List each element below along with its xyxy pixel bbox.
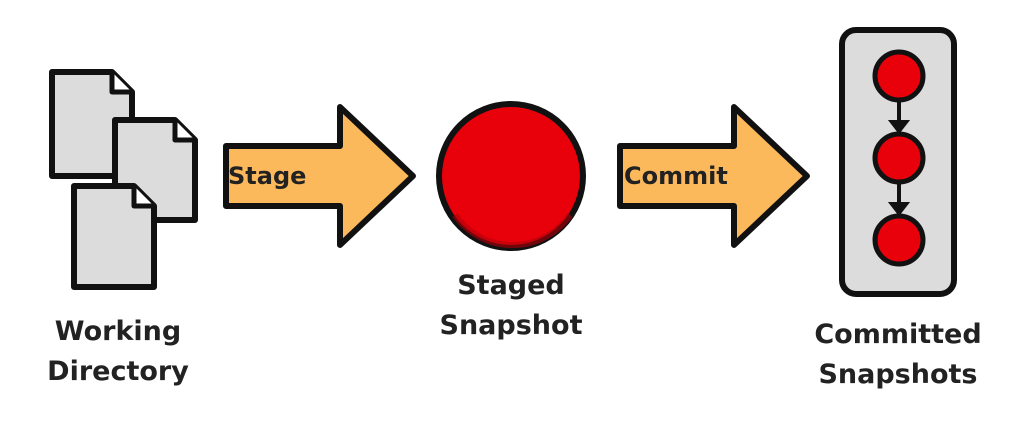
staged-snapshot-label: Staged Snapshot — [401, 266, 621, 346]
down-arrow-icon — [887, 100, 911, 135]
committed-snapshots-label: Committed Snapshots — [788, 315, 1008, 395]
commit-circle — [872, 213, 926, 267]
commit-circle — [872, 49, 926, 103]
label-line: Snapshot — [439, 310, 583, 341]
commit-arrow-label: Commit — [624, 162, 728, 190]
label-line: Directory — [47, 356, 189, 387]
commit-circle — [872, 131, 926, 185]
file-icon — [71, 183, 157, 290]
label-line: Working — [54, 316, 182, 347]
staged-snapshot-circle — [436, 101, 586, 251]
stage-arrow — [223, 104, 416, 248]
label-line: Committed — [814, 319, 982, 350]
commit-arrow — [617, 104, 810, 248]
label-line: Staged — [457, 270, 565, 301]
stage-arrow-label: Stage — [228, 162, 307, 190]
down-arrow-icon — [887, 182, 911, 217]
label-line: Snapshots — [818, 359, 978, 390]
working-directory-label: Working Directory — [8, 312, 228, 392]
